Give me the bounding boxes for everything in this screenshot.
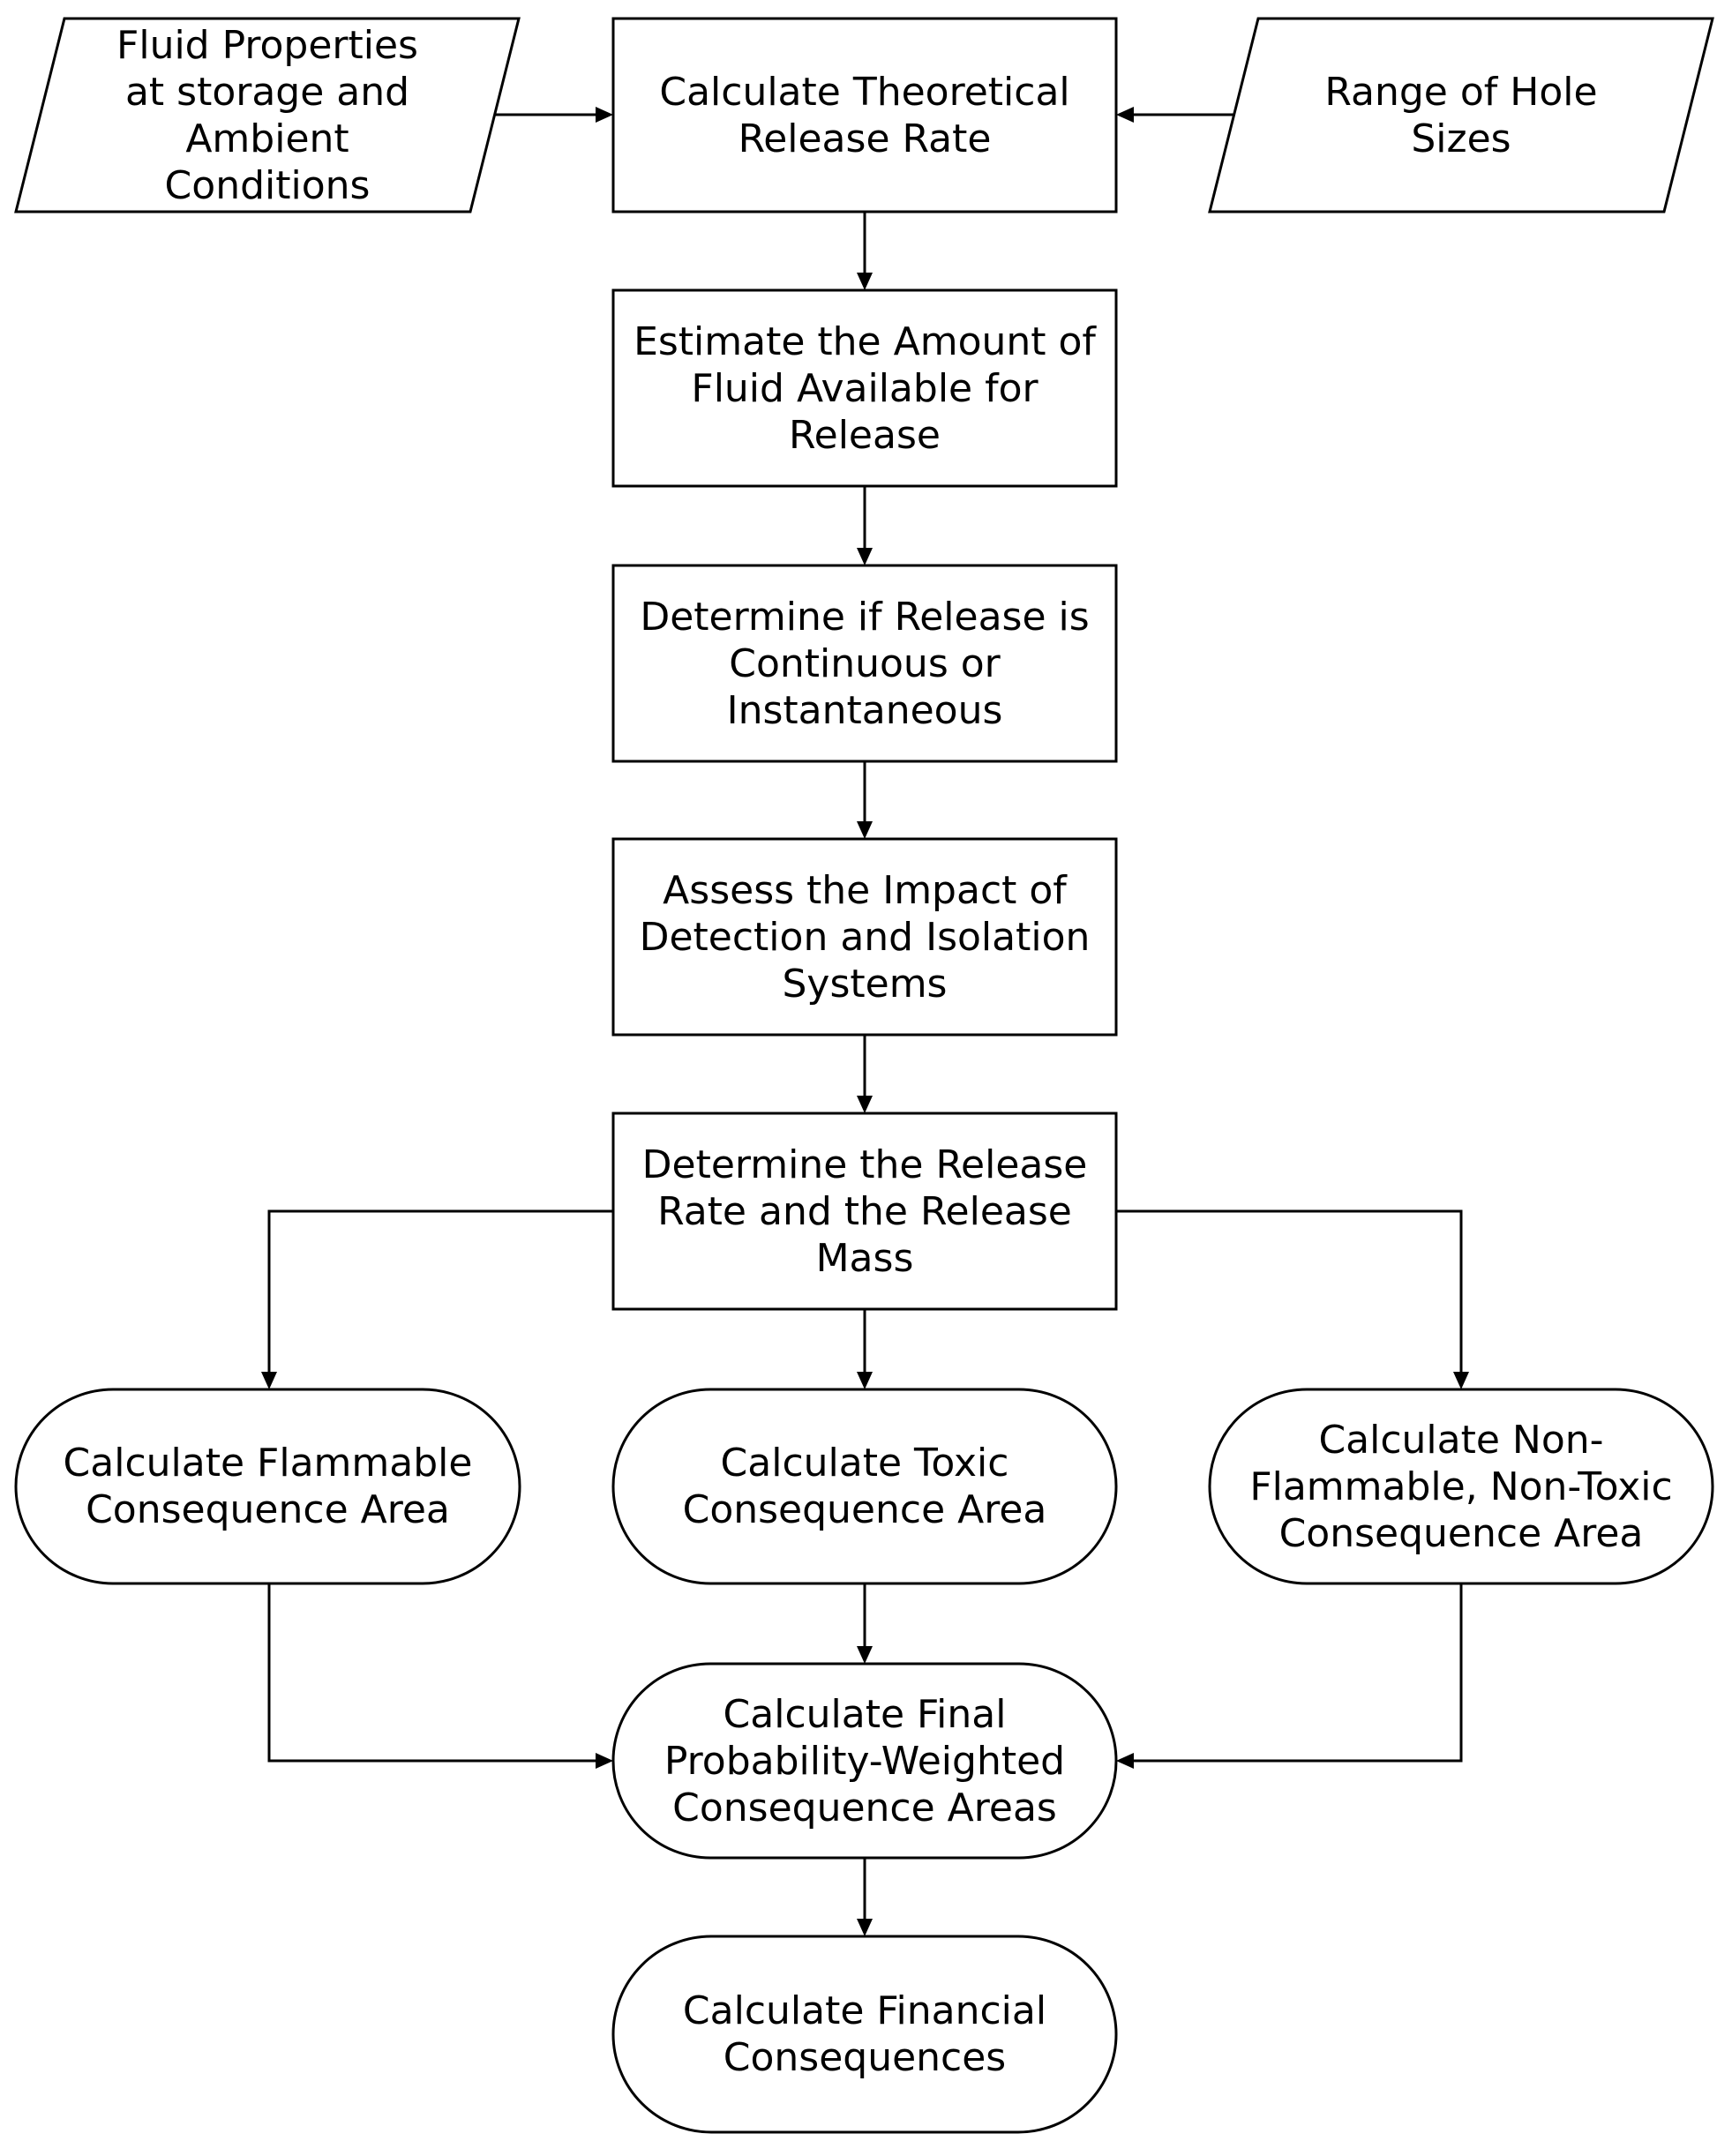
arrowhead-final-to-financial bbox=[857, 1919, 873, 1936]
arrowhead-continuous-to-detection bbox=[857, 821, 873, 839]
node-fluid-shape bbox=[14, 17, 521, 213]
node-continuous-shape bbox=[611, 564, 1118, 763]
arrowhead-amount-to-continuous bbox=[857, 548, 873, 565]
arrowhead-holes-to-theoretical bbox=[1116, 107, 1134, 123]
arrowhead-mass-to-toxic bbox=[857, 1372, 873, 1389]
node-theoretical-shape bbox=[611, 17, 1118, 213]
node-detection-shape bbox=[611, 837, 1118, 1037]
node-nonflam-shape bbox=[1208, 1388, 1714, 1585]
arrowhead-fluid-to-theoretical bbox=[596, 107, 613, 123]
node-flammable-shape bbox=[14, 1388, 521, 1585]
arrowhead-mass-to-nonflam bbox=[1453, 1372, 1469, 1389]
node-toxic-shape bbox=[611, 1388, 1118, 1585]
arrowhead-detection-to-mass bbox=[857, 1096, 873, 1113]
edge-mass-to-flammable bbox=[267, 1209, 613, 1372]
edge-flammable-to-final bbox=[267, 1583, 596, 1763]
node-amount-shape bbox=[611, 288, 1118, 488]
arrowhead-flammable-to-final bbox=[596, 1753, 613, 1769]
node-mass-shape bbox=[611, 1112, 1118, 1311]
arrowhead-mass-to-flammable bbox=[261, 1372, 277, 1389]
node-financial-shape bbox=[611, 1935, 1118, 2134]
edge-nonflam-to-final bbox=[1134, 1583, 1463, 1763]
node-holes-shape bbox=[1208, 17, 1714, 213]
arrowhead-nonflam-to-final bbox=[1116, 1753, 1134, 1769]
arrowhead-theoretical-to-amount bbox=[857, 273, 873, 290]
edge-mass-to-nonflam bbox=[1116, 1209, 1463, 1372]
arrowhead-toxic-to-final bbox=[857, 1646, 873, 1664]
node-final-shape bbox=[611, 1662, 1118, 1860]
